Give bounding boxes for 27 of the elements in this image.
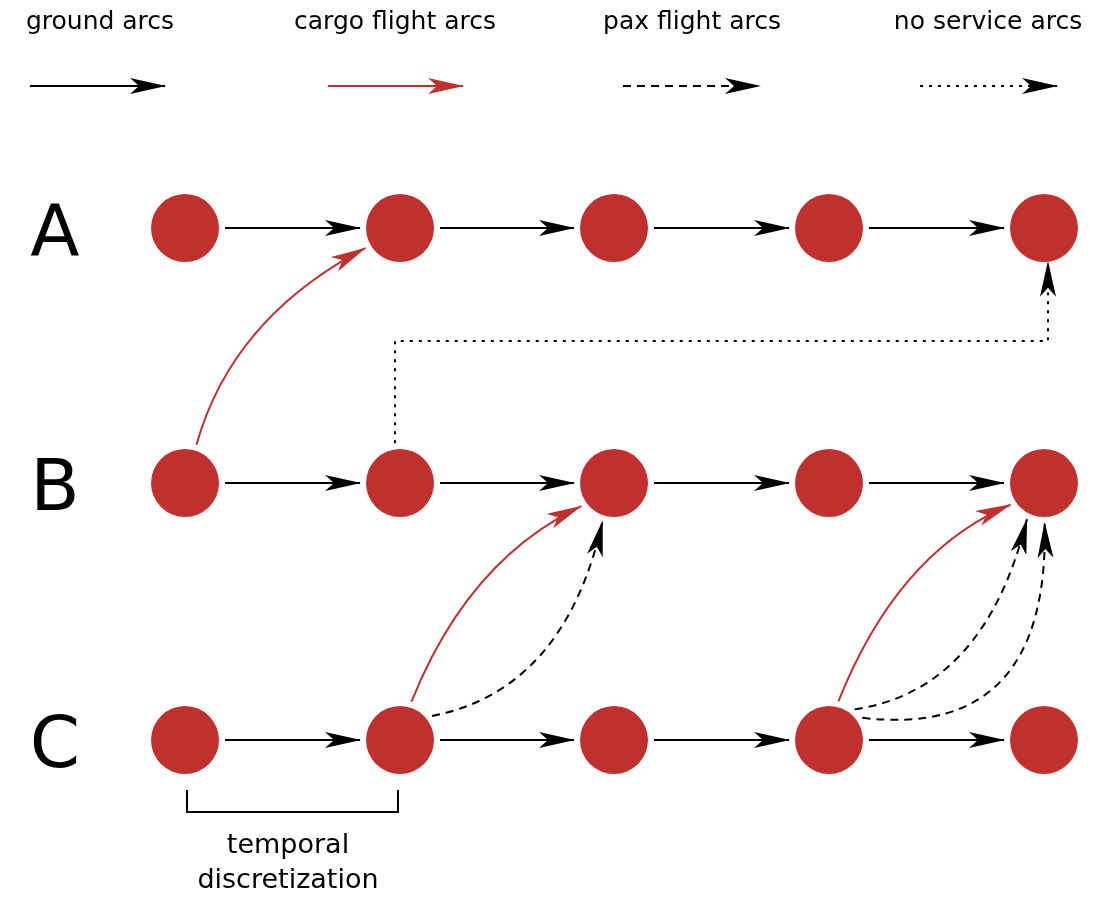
legend-label: no service arcs xyxy=(893,6,1083,35)
row-label: B xyxy=(30,449,80,521)
arrow xyxy=(653,732,790,748)
arrow xyxy=(868,732,1005,748)
row-label: C xyxy=(29,706,81,778)
legend-label: ground arcs xyxy=(25,6,175,35)
arrow xyxy=(439,475,575,491)
dimension-label: temporal discretization xyxy=(196,827,380,897)
arrow xyxy=(868,220,1005,236)
legend-label: cargo flight arcs xyxy=(294,6,496,35)
arrow xyxy=(224,220,361,236)
arrow xyxy=(224,475,361,491)
arrow xyxy=(653,220,790,236)
arrow xyxy=(224,732,361,748)
arrow xyxy=(653,475,790,491)
arrow xyxy=(195,247,367,446)
arrow xyxy=(439,732,575,748)
arrow xyxy=(431,520,604,717)
arrow xyxy=(868,475,1005,491)
arrow xyxy=(439,220,575,236)
arrow xyxy=(861,522,1053,721)
legend-label: pax flight arcs xyxy=(603,6,781,35)
row-label: A xyxy=(30,194,80,266)
arrow xyxy=(837,503,1012,703)
arrow xyxy=(410,505,583,703)
arrow xyxy=(853,518,1028,711)
arrow xyxy=(394,260,1056,445)
